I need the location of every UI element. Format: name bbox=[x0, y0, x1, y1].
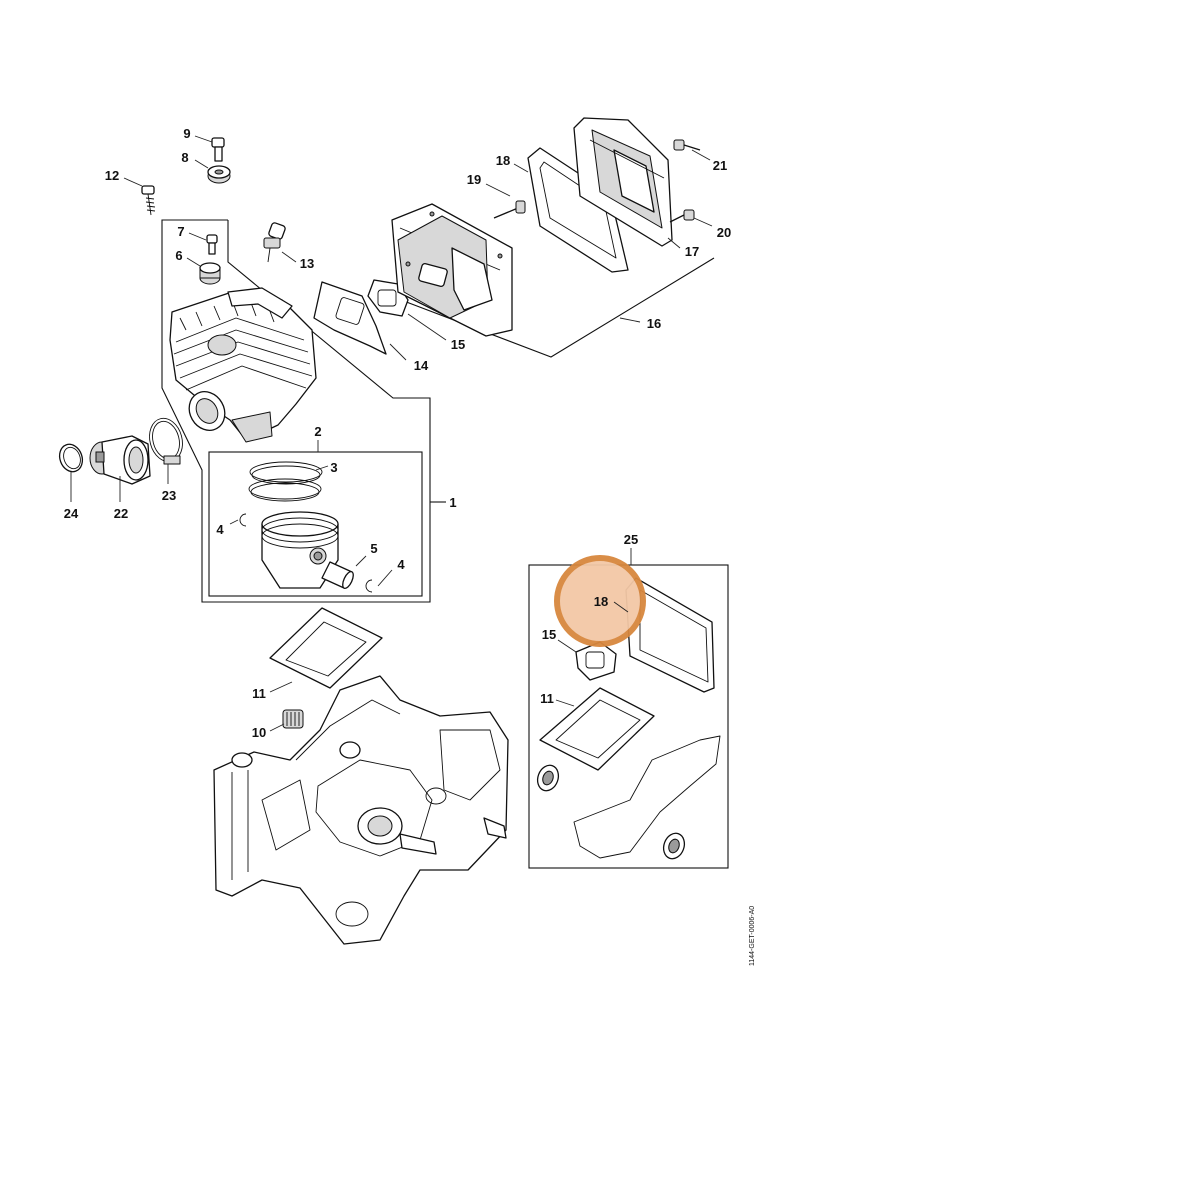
screw-part-19 bbox=[493, 200, 526, 219]
callout-2: 2 bbox=[314, 424, 321, 439]
callout-20: 20 bbox=[717, 225, 731, 240]
cover-part-17 bbox=[573, 117, 673, 247]
circlip-part-4b bbox=[365, 579, 373, 593]
nut-part-6 bbox=[199, 262, 221, 285]
gasket-set-part-11 bbox=[539, 687, 655, 771]
callout-12: 12 bbox=[105, 168, 119, 183]
callout-24: 24 bbox=[64, 506, 79, 521]
muffler-part bbox=[391, 203, 513, 337]
callout-17: 17 bbox=[685, 244, 699, 259]
circlip-part-4a bbox=[239, 513, 247, 527]
callout-23: 23 bbox=[162, 488, 176, 503]
drawing-reference-code: 1144-GET-0006-A0 bbox=[749, 906, 756, 966]
nut-part-8 bbox=[207, 165, 231, 184]
callout-25: 25 bbox=[624, 532, 638, 547]
piston-pin-part-5 bbox=[321, 561, 354, 589]
clamp-part-23 bbox=[149, 417, 183, 465]
callout-7: 7 bbox=[177, 224, 184, 239]
screw-part-20 bbox=[669, 209, 695, 223]
piston-ring-part-3 bbox=[248, 461, 323, 502]
callout-21: 21 bbox=[713, 158, 727, 173]
base-gasket-part-11 bbox=[269, 607, 383, 689]
cylinder-part bbox=[169, 287, 317, 443]
callout-4-right: 4 bbox=[397, 557, 405, 572]
callout-5: 5 bbox=[370, 541, 377, 556]
muffler-group-line bbox=[387, 257, 715, 358]
callout-9: 9 bbox=[183, 126, 190, 141]
callout-15: 15 bbox=[451, 337, 465, 352]
highlight-label: 18 bbox=[594, 594, 608, 609]
crankcase-part bbox=[213, 675, 509, 945]
highlight-circle[interactable] bbox=[554, 555, 646, 647]
gasket-part-14 bbox=[313, 281, 387, 355]
ring-part-24 bbox=[58, 443, 84, 473]
bearing-part-10 bbox=[282, 709, 304, 729]
callout-10: 10 bbox=[252, 725, 266, 740]
bolt-part-7 bbox=[206, 234, 218, 255]
bolt-part-9 bbox=[211, 137, 225, 162]
callout-11-set: 11 bbox=[540, 691, 554, 706]
piston-part bbox=[261, 511, 339, 589]
gasket-set-seal-left bbox=[536, 764, 560, 792]
screw-part-21 bbox=[673, 139, 701, 151]
callout-11-crankcase: 11 bbox=[252, 686, 266, 701]
callout-22: 22 bbox=[114, 506, 128, 521]
callout-19: 19 bbox=[467, 172, 481, 187]
manifold-part-22 bbox=[89, 435, 151, 485]
callout-1: 1 bbox=[449, 495, 456, 510]
callout-3: 3 bbox=[330, 460, 337, 475]
callout-15-set: 15 bbox=[542, 627, 556, 642]
piston-group-box bbox=[208, 451, 423, 597]
gasket-set-crankcase-gasket bbox=[573, 735, 721, 859]
screw-part-12 bbox=[141, 185, 156, 216]
valve-part-13 bbox=[263, 222, 286, 263]
gasket-set-seal-right bbox=[662, 832, 686, 860]
callout-13: 13 bbox=[300, 256, 314, 271]
callout-6: 6 bbox=[175, 248, 182, 263]
gasket-set-part-15 bbox=[575, 641, 617, 681]
callout-16: 16 bbox=[647, 316, 661, 331]
callout-8: 8 bbox=[181, 150, 188, 165]
callout-14: 14 bbox=[414, 358, 429, 373]
callout-18: 18 bbox=[496, 153, 510, 168]
callout-4-left: 4 bbox=[216, 522, 224, 537]
